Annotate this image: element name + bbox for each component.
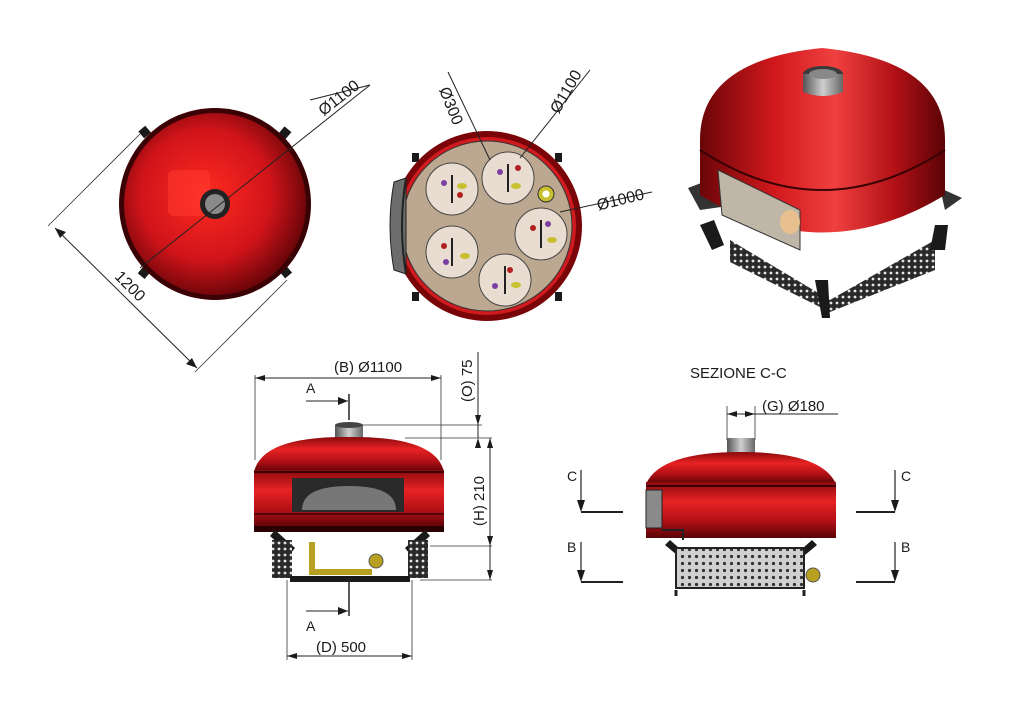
section-title: SEZIONE C-C bbox=[690, 365, 787, 382]
perspective-view bbox=[688, 48, 962, 318]
perspective-door bbox=[717, 169, 801, 251]
top-view: Ø1100 1200 bbox=[47, 77, 371, 373]
pizza-diameter-label: Ø300 bbox=[435, 85, 465, 128]
outer-diameter-leader bbox=[519, 69, 591, 159]
inner-diameter-leader bbox=[559, 191, 653, 213]
top-view-highlight bbox=[168, 170, 210, 216]
plan-view: Ø300 Ø1100 Ø1000 bbox=[389, 67, 653, 321]
top-diameter-leader bbox=[139, 84, 371, 269]
section-dome bbox=[646, 452, 836, 484]
front-view: (B) Ø1100 A A (D) 500 bbox=[254, 352, 493, 660]
section-c-right: C bbox=[901, 468, 911, 484]
front-leg-left bbox=[272, 540, 292, 578]
section-b-left: B bbox=[567, 539, 576, 555]
section-body bbox=[646, 482, 836, 538]
flue-height-label: (O) 75 bbox=[459, 359, 476, 402]
front-leg-right bbox=[408, 540, 428, 578]
top-diameter-label: Ø1100 bbox=[316, 77, 363, 119]
flue-diameter-label: (G) Ø180 bbox=[762, 398, 825, 415]
inner-diameter-label: Ø1000 bbox=[595, 186, 646, 214]
pizza bbox=[514, 207, 568, 261]
width-dimension-label: (B) Ø1100 bbox=[334, 359, 402, 376]
pizza bbox=[425, 225, 479, 279]
height-label: (H) 210 bbox=[471, 476, 488, 526]
pizza bbox=[425, 162, 479, 216]
front-gas-pipe bbox=[309, 542, 372, 575]
plan-pizzas bbox=[425, 151, 568, 307]
section-mark-top: A bbox=[306, 380, 316, 396]
section-flue bbox=[727, 438, 755, 454]
base-dimension-label: (D) 500 bbox=[316, 639, 366, 656]
pizza-diameter-leader bbox=[447, 71, 491, 161]
perspective-grille bbox=[730, 240, 935, 312]
section-mark-bottom: A bbox=[306, 618, 316, 634]
pizza bbox=[478, 253, 532, 307]
front-dome bbox=[254, 436, 444, 472]
section-c-left: C bbox=[567, 468, 577, 484]
pizza bbox=[481, 151, 535, 205]
section-grille bbox=[675, 547, 805, 589]
perspective-dome bbox=[700, 48, 945, 233]
front-flue bbox=[335, 425, 363, 439]
outer-diameter-label: Ø1100 bbox=[548, 67, 586, 116]
section-view: SEZIONE C-C (G) Ø180 C C B B bbox=[567, 365, 911, 596]
section-b-right: B bbox=[901, 539, 910, 555]
diagonal-dimension-line bbox=[54, 227, 198, 369]
